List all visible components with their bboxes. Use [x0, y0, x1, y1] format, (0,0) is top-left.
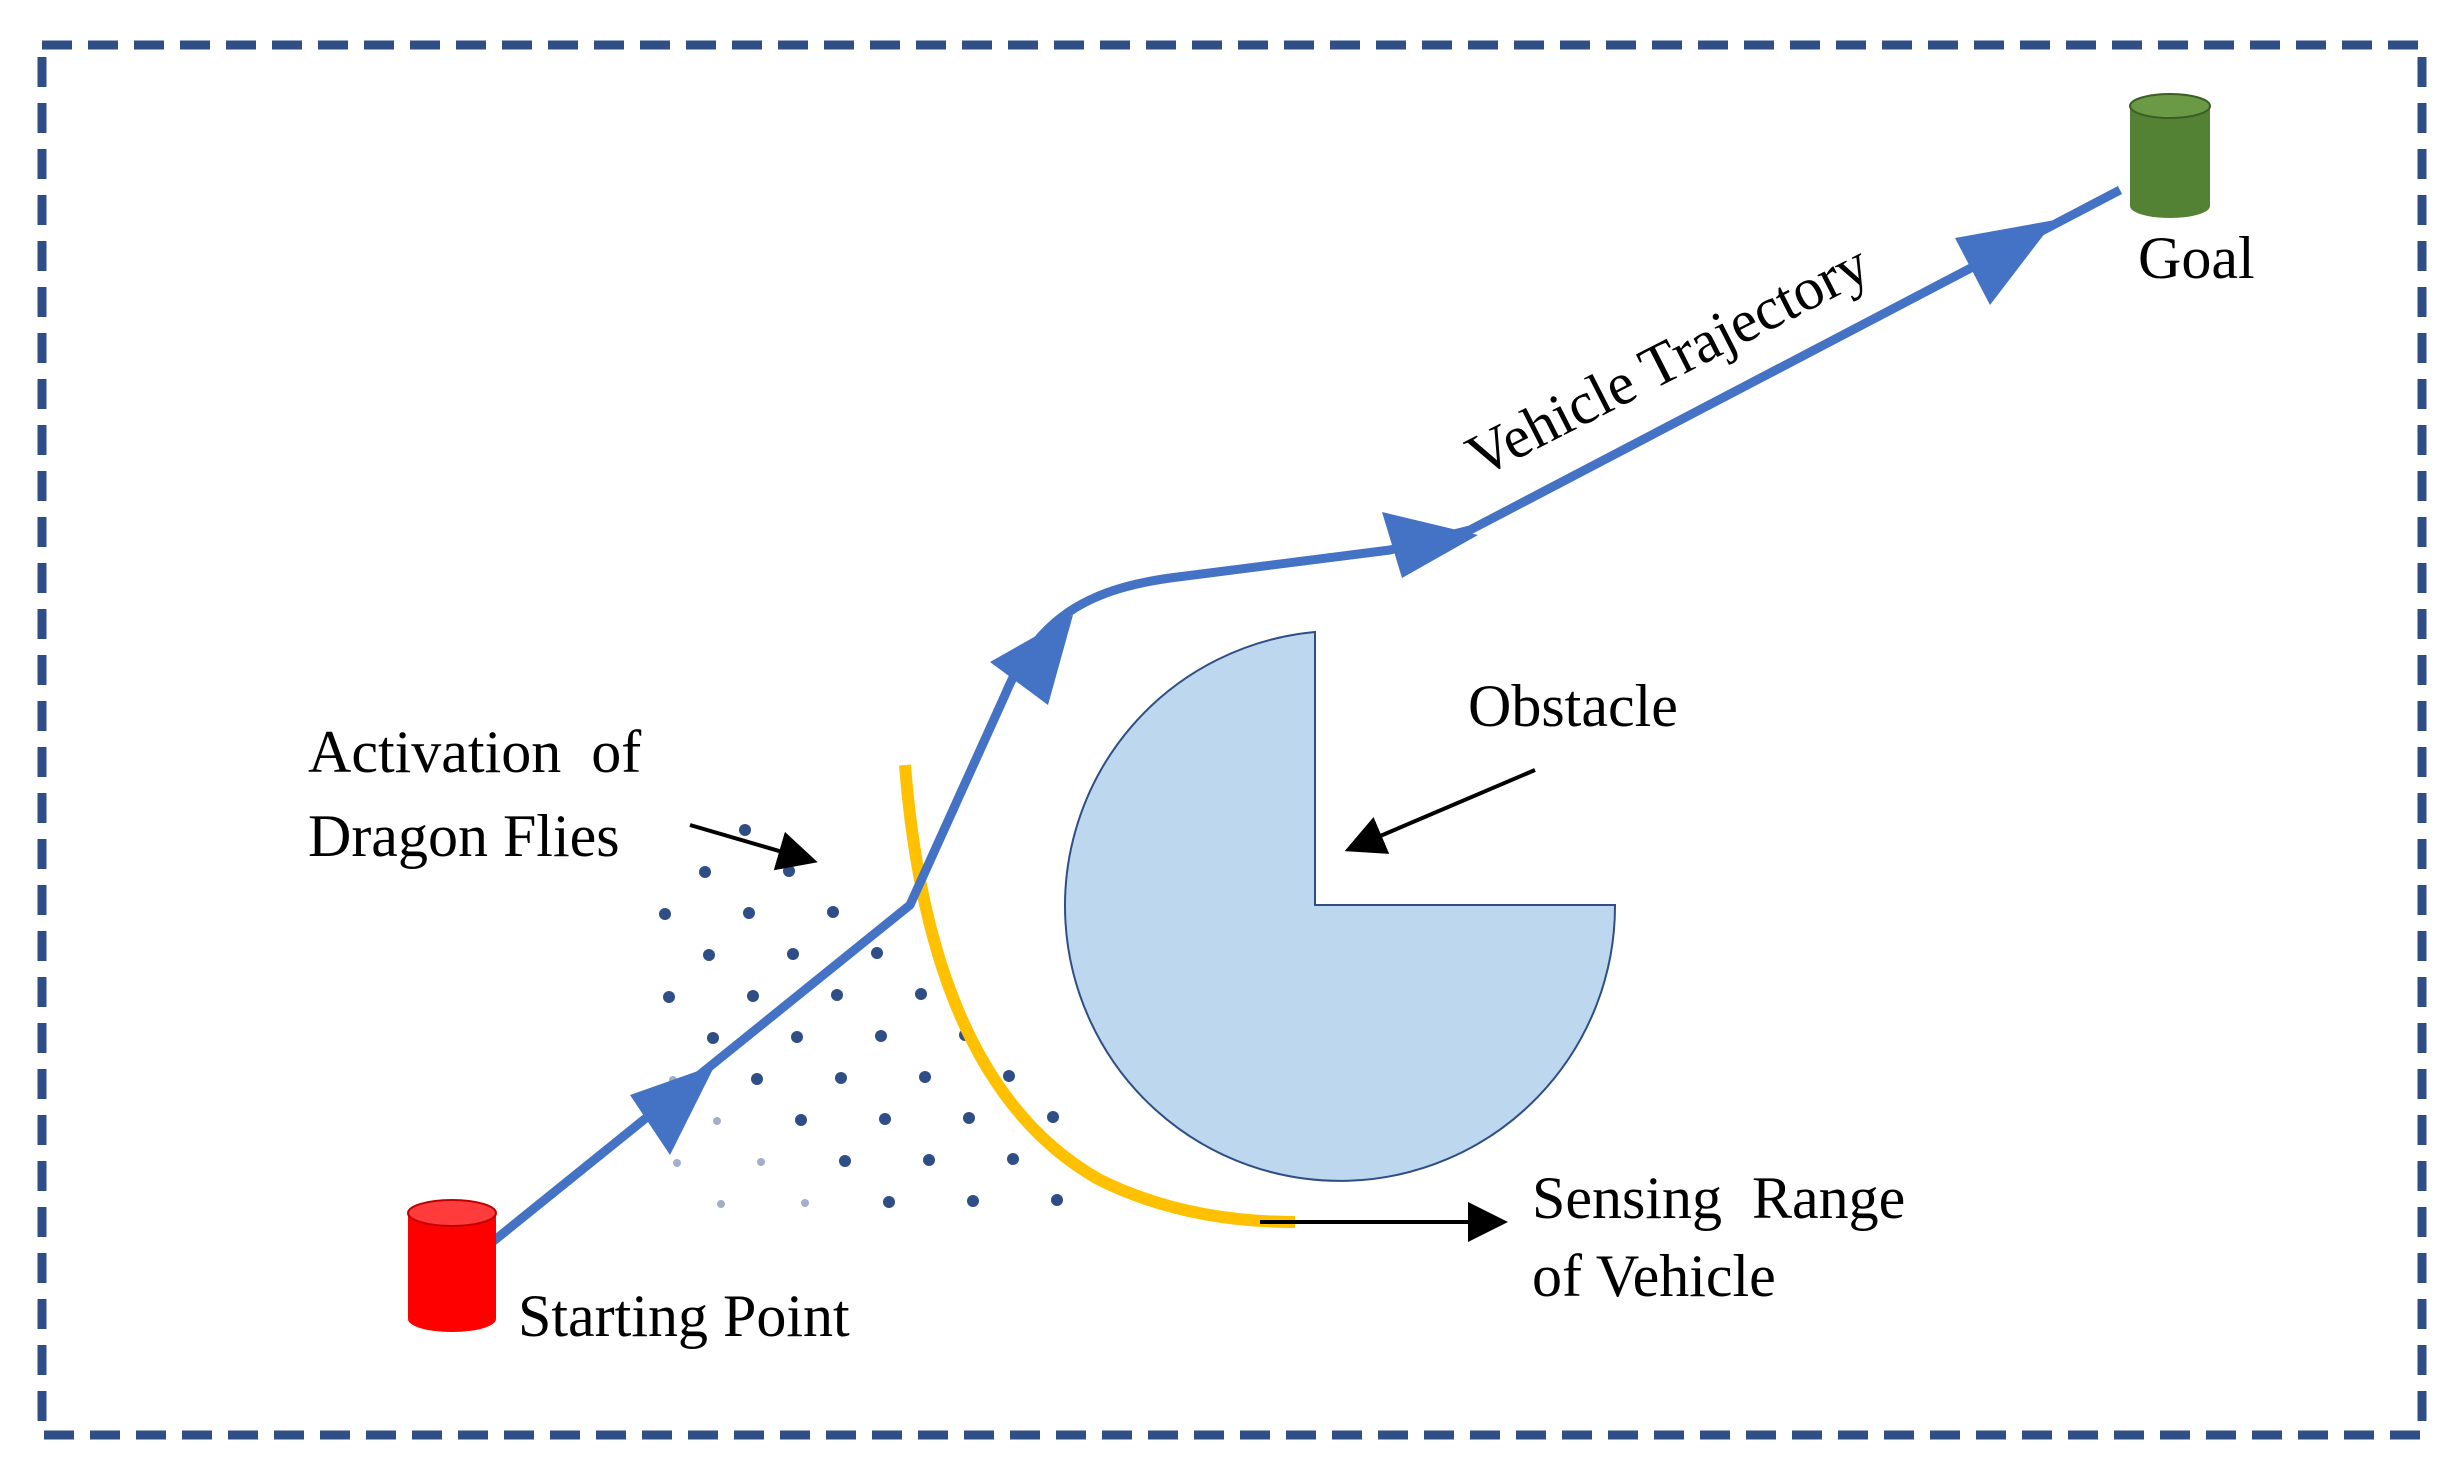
dragonfly-swarm — [659, 824, 1063, 1208]
dragonfly-dot — [875, 1030, 887, 1042]
dragonfly-dot — [839, 1155, 851, 1167]
dragonfly-dot — [747, 990, 759, 1002]
activation-label-line1: Activation of — [308, 719, 641, 785]
dragonfly-dot — [791, 1031, 803, 1043]
dragonfly-dot — [739, 824, 751, 836]
dragonfly-dot — [1047, 1111, 1059, 1123]
dragonfly-dot — [801, 1199, 809, 1207]
trajectory-arrowhead — [630, 1065, 715, 1155]
sensing-range-arc — [899, 764, 1296, 1228]
obstacle-label: Obstacle — [1468, 673, 1678, 739]
dragonfly-dot — [919, 1071, 931, 1083]
dragonfly-dot — [963, 1112, 975, 1124]
sensing-range-label-line2: of Vehicle — [1532, 1243, 1776, 1309]
starting-point-marker — [407, 1199, 497, 1332]
dragonfly-dot — [751, 1073, 763, 1085]
dragonfly-dot — [923, 1154, 935, 1166]
dragonfly-dot — [795, 1114, 807, 1126]
dragonfly-dot — [659, 908, 671, 920]
starting-point-label: Starting Point — [518, 1283, 850, 1349]
dragonfly-dot — [831, 989, 843, 1001]
dragonfly-dot — [713, 1117, 721, 1125]
dragonfly-dot — [707, 1032, 719, 1044]
trajectory-arrowhead — [1955, 220, 2055, 305]
trajectory-arrowhead — [990, 615, 1073, 705]
goal-marker — [2129, 93, 2211, 218]
dragonfly-dot — [699, 866, 711, 878]
dragonfly-dot — [1003, 1070, 1015, 1082]
dragonfly-dot — [703, 949, 715, 961]
dragonfly-dot — [835, 1072, 847, 1084]
dragonfly-dot — [915, 988, 927, 1000]
obstacle-shape — [1064, 630, 1617, 1182]
dragonfly-dot — [871, 947, 883, 959]
dragonfly-dot — [1051, 1194, 1063, 1206]
dragonfly-dot — [717, 1200, 725, 1208]
dragonfly-dot — [1007, 1153, 1019, 1165]
dragonfly-dot — [783, 865, 795, 877]
dragonfly-dot — [743, 907, 755, 919]
dragonfly-dot — [787, 948, 799, 960]
dragonflies-pointer-arrow — [689, 823, 818, 871]
dragonfly-dot — [827, 906, 839, 918]
dragonfly-dot — [883, 1196, 895, 1208]
activation-label-line2: Dragon Flies — [308, 803, 620, 869]
vehicle-trajectory-label: Vehicle Trajectory — [1456, 230, 1879, 489]
dragonfly-dot — [663, 991, 675, 1003]
dragonfly-dot — [879, 1113, 891, 1125]
goal-label: Goal — [2138, 225, 2255, 291]
dragonfly-dot — [673, 1159, 681, 1167]
trajectory-arrowhead — [1382, 512, 1478, 578]
vehicle-trajectory-path — [467, 186, 2123, 1264]
sensing-range-label-line1: Sensing Range — [1532, 1165, 1905, 1231]
obstacle-pointer-arrow — [1344, 768, 1536, 854]
dragonfly-dot — [757, 1158, 765, 1166]
dragonfly-dot — [967, 1195, 979, 1207]
